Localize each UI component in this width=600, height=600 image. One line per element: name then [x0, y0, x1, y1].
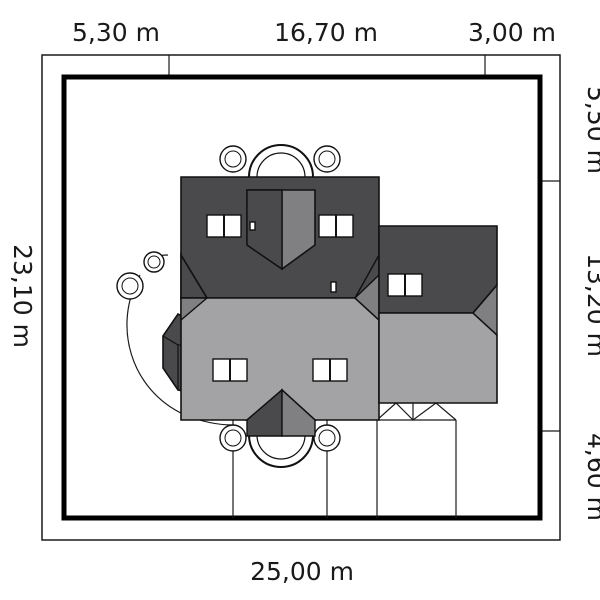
main-front-roof: [180, 273, 380, 437]
roof-window-garage: [387, 273, 423, 297]
top-dim-right: 3,00 m: [468, 18, 556, 47]
pergola-top: [219, 144, 341, 178]
right-dim-top: 5,50 m: [582, 86, 600, 174]
roof-window-front-left: [212, 358, 248, 382]
main-rear-roof: [180, 176, 380, 299]
roof-window-front-right: [312, 358, 348, 382]
top-dim-left: 5,30 m: [72, 18, 160, 47]
terrace-circle: [116, 251, 165, 300]
garage-roof: [378, 225, 498, 404]
plot-boundary: [61, 74, 543, 521]
access-paths: [232, 402, 457, 518]
roof-window-rear-right: [318, 214, 354, 238]
chimney-small-2: [330, 281, 337, 293]
pergola-bottom: [219, 424, 341, 468]
outer-frame: [41, 54, 561, 541]
right-dim-middle: 13,20 m: [582, 253, 600, 357]
roof-window-rear-left: [206, 214, 242, 238]
top-dim-center: 16,70 m: [274, 18, 378, 47]
roof-windows: [206, 214, 423, 382]
bottom-dim: 25,00 m: [250, 557, 354, 586]
garden-path: [126, 274, 234, 426]
right-dim-bottom: 4,60 m: [582, 433, 600, 521]
left-dim: 23,10 m: [8, 244, 37, 348]
frame-ticks: [168, 55, 560, 432]
chimney-small-1: [249, 221, 256, 231]
